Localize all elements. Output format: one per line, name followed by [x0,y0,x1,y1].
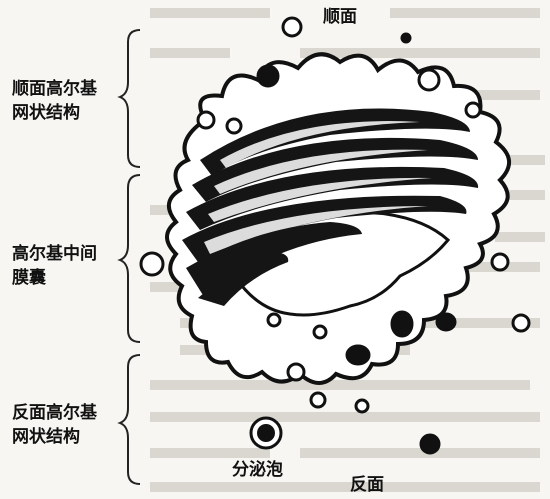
label-medial-cisternae-line1: 高尔基中间 [12,243,97,265]
vesicle [492,254,508,270]
vesicle [419,70,439,90]
vesicle [347,346,369,364]
vesicle [283,18,301,36]
label-secretory-vesicle: 分泌泡 [232,459,283,481]
label-trans-face: 反面 [350,474,384,496]
vesicle [311,393,325,407]
vesicle [258,66,278,86]
label-cis-face: 顺面 [323,6,357,28]
vesicle [268,314,280,326]
vesicle [402,34,410,42]
bracket-medial [120,175,140,342]
secretory-vesicle [251,418,281,448]
vesicle [198,112,214,128]
vesicle [513,315,529,331]
vesicle [288,364,304,380]
label-trans-golgi-network-line2: 网状结构 [12,426,80,448]
label-cis-golgi-network-line2: 网状结构 [12,102,80,124]
vesicle [356,400,368,412]
label-trans-golgi-network-line1: 反面高尔基 [12,402,97,424]
vesicle [314,326,326,338]
vesicle [227,119,241,133]
vesicle [466,103,480,117]
vesicle [392,312,412,336]
vesicle [421,435,439,453]
vesicle [437,314,455,330]
vesicle [141,253,163,275]
label-cis-golgi-network-line1: 顺面高尔基 [12,78,97,100]
bracket-trans-golgi [120,355,140,484]
region-brackets [120,30,140,484]
bracket-cis-golgi [120,30,140,167]
label-medial-cisternae-line2: 膜囊 [12,267,46,289]
